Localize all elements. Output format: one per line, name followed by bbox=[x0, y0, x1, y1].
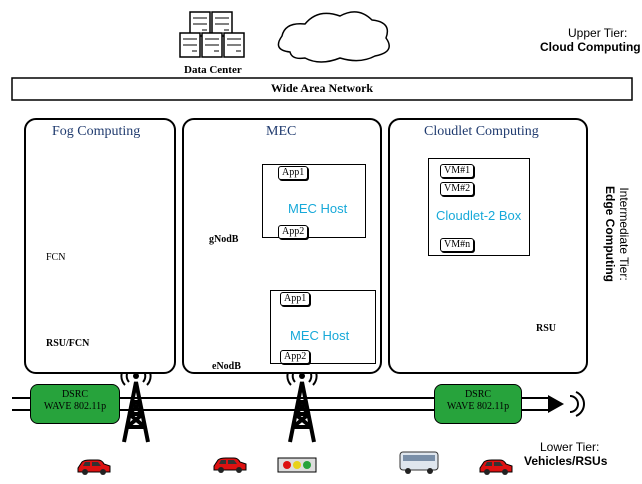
mec-host-2-label: MEC Host bbox=[290, 328, 350, 343]
mec-host-2 bbox=[270, 290, 376, 364]
intermediate-tier-line1: Intermediate Tier: bbox=[617, 187, 631, 281]
app1-1: App1 bbox=[278, 166, 309, 180]
dsrc-right-line1: DSRC bbox=[464, 389, 492, 400]
fog-title: Fog Computing bbox=[52, 124, 141, 139]
mec-title: MEC bbox=[266, 124, 297, 139]
cloudlet-2-box bbox=[428, 158, 530, 256]
dsrc-left: DSRC WAVE 802.11p bbox=[30, 384, 120, 424]
cloudlet-rsu-label: RSU bbox=[536, 323, 557, 334]
data-center-label: Data Center bbox=[184, 64, 242, 76]
cloudlet-box bbox=[388, 118, 588, 374]
cloudlet-title: Cloudlet Computing bbox=[424, 124, 539, 139]
cloudlet-box-label: Cloudlet-2 Box bbox=[436, 208, 522, 223]
upper-tier-line1: Upper Tier: bbox=[568, 26, 628, 40]
mec-host-1 bbox=[262, 164, 366, 238]
enodb-label: eNodB bbox=[212, 361, 241, 372]
app1-2: App1 bbox=[280, 292, 311, 306]
rsu-fcn-label: RSU/FCN bbox=[46, 338, 90, 349]
cloud-icon bbox=[277, 11, 390, 63]
app2-2: App2 bbox=[280, 350, 311, 364]
gnodb-label: gNodB bbox=[209, 234, 239, 245]
app2-1: App2 bbox=[278, 225, 309, 239]
vm-2: VM#2 bbox=[440, 182, 475, 196]
upper-tier-label: Upper Tier: Cloud Computing bbox=[540, 26, 641, 54]
fcn-label: FCN bbox=[46, 252, 66, 263]
traffic-light-icon bbox=[277, 457, 317, 473]
lower-tier-line1: Lower Tier: bbox=[540, 440, 600, 454]
dsrc-left-line2: WAVE 802.11p bbox=[43, 401, 107, 412]
lower-tier-label: Lower Tier: Vehicles/RSUs bbox=[524, 440, 607, 468]
wan-label: Wide Area Network bbox=[270, 81, 374, 95]
dsrc-left-line1: DSRC bbox=[61, 389, 89, 400]
dsrc-right-line2: WAVE 802.11p bbox=[446, 401, 510, 412]
dsrc-right: DSRC WAVE 802.11p bbox=[434, 384, 522, 424]
data-center-icon bbox=[179, 11, 245, 58]
fog-computing-box bbox=[24, 118, 176, 374]
vm-n: VM#n bbox=[440, 238, 475, 252]
mec-box bbox=[182, 118, 382, 374]
upper-tier-line2: Cloud Computing bbox=[540, 40, 641, 54]
intermediate-tier-line2: Edge Computing bbox=[603, 186, 617, 282]
lower-tier-line2: Vehicles/RSUs bbox=[524, 454, 608, 468]
mec-host-1-label: MEC Host bbox=[288, 201, 348, 216]
vm-1: VM#1 bbox=[440, 164, 475, 178]
